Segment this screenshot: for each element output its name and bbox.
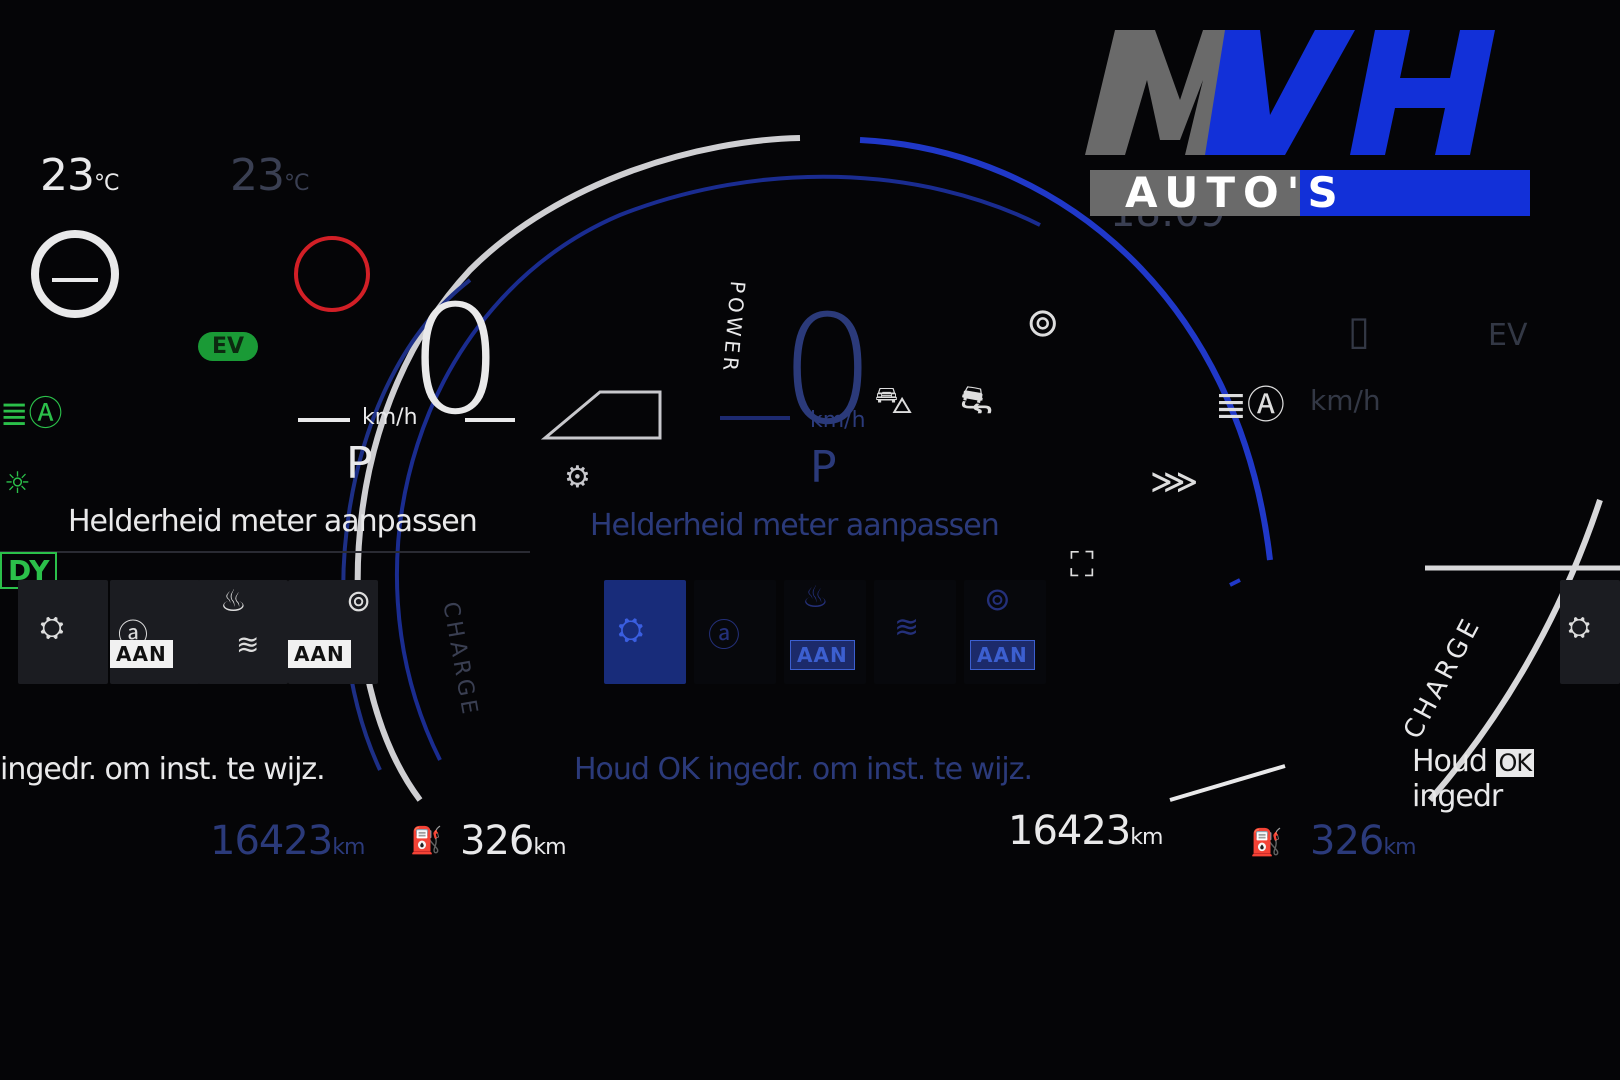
left-tile-sensor[interactable]: ⛭ — [18, 580, 108, 684]
mvh-logo-graphic — [1085, 30, 1530, 216]
center-tile-steering-heat-status: AAN — [970, 640, 1035, 670]
right-sensor-icon: ⛭ — [1568, 610, 1591, 643]
center-gauge-arc-inner — [394, 174, 1041, 761]
logo-tagline: AUTO'S — [1125, 168, 1346, 217]
center-settings-hint: Houd OK ingedr. om inst. te wijz. — [574, 752, 1033, 787]
center-tile-seat-heat-status: AAN — [790, 640, 855, 670]
center-speed-readout: 0 — [780, 284, 876, 458]
center-odometer: 16423km — [1008, 808, 1163, 854]
left-tile-defog[interactable]: ⊚ AAN — [288, 580, 378, 684]
seatbelt-icon: ⛶ — [1070, 545, 1094, 585]
traction-control-icon: ⛍ — [874, 378, 914, 422]
left-tile-brake-hold[interactable]: ⓐ AAN — [110, 580, 200, 684]
center-tile-brake-hold[interactable]: ⓐ — [694, 580, 776, 684]
left-ev-badge: EV — [198, 332, 259, 361]
seat-heat-icon: ♨ — [220, 584, 247, 619]
center-steering-heat-icon: ⊚ — [984, 580, 1011, 618]
center-brake-hold-icon: ⓐ — [708, 616, 741, 654]
right-divider — [1169, 764, 1286, 802]
headlight-beam-icon: ≣Ⓐ — [1215, 383, 1285, 427]
headlight-auto-icon: ≣Ⓐ — [0, 394, 63, 434]
center-gauge-arc-lower — [1229, 578, 1241, 587]
left-settings-hint: ingedr. om inst. te wijz. — [0, 752, 326, 787]
dial-knob — [31, 230, 119, 318]
left-gear-indicator: P — [346, 438, 373, 489]
right-settings-hint: Houd OK ingedr — [1412, 744, 1620, 814]
center-brightness-title: Helderheid meter aanpassen — [590, 508, 1000, 543]
left-tile-brake-hold-status: AAN — [110, 640, 173, 668]
steering-heat-icon: ⊚ — [346, 584, 372, 619]
center-sensor-icon: ⛭ — [618, 610, 644, 648]
lane-assist-icon — [540, 390, 662, 440]
center-defog-icon: ≋ — [894, 610, 920, 645]
center-tile-defog[interactable]: ≋ — [874, 580, 956, 684]
right-fuel-icon: ⛽ — [1250, 828, 1283, 858]
center-gauge-arc — [859, 137, 1273, 561]
right-ev-icon: EV — [1488, 318, 1528, 353]
sensor-icon: ⛭ — [40, 610, 64, 645]
defog-icon: ≋ — [236, 628, 260, 661]
light-indicator-icon: ☼ — [4, 466, 31, 501]
right-range: 326km — [1310, 818, 1417, 864]
left-speed-readout: 0 — [408, 274, 504, 448]
left-gauge-arc-inner — [341, 278, 472, 771]
car-settings-icon: ⚙ — [564, 460, 591, 495]
mvh-autos-logo: AUTO'S — [1085, 30, 1535, 220]
parking-sensor-icon: ⊚ — [1026, 300, 1060, 346]
left-speed-unit: km/h — [362, 405, 418, 430]
left-range: 326km — [460, 818, 567, 864]
right-gauge-arc — [1427, 499, 1603, 802]
left-odometer: 16423km — [210, 818, 365, 864]
door-icon: ▯ — [1348, 308, 1371, 354]
left-brightness-title: Helderheid meter aanpassen — [68, 504, 478, 539]
left-tile-seat-heat[interactable]: ♨ ≋ — [198, 580, 288, 684]
left-temperature: 23°C — [40, 150, 119, 201]
center-temperature: 23°C — [230, 150, 309, 201]
center-tile-sensor[interactable]: ⛭ — [604, 580, 686, 684]
speed-limit-unit: km/h — [1310, 384, 1381, 417]
left-tile-defog-status: AAN — [288, 640, 351, 668]
collision-warning-icon: ⛐ — [960, 378, 993, 422]
fog-light-icon: ⋙ — [1150, 462, 1199, 502]
right-tile-sensor[interactable]: ⛭ — [1560, 580, 1620, 684]
center-speed-unit: km/h — [810, 408, 866, 433]
center-tile-steering-heat[interactable]: ⊚ AAN — [964, 580, 1046, 684]
center-gear-indicator: P — [810, 442, 837, 493]
warning-ring — [294, 236, 370, 312]
fuel-icon: ⛽ — [410, 826, 443, 856]
ok-key-badge: OK — [1495, 749, 1535, 777]
center-seat-heat-icon: ♨ — [802, 580, 829, 615]
center-tile-seat-heat[interactable]: ♨ AAN — [784, 580, 866, 684]
